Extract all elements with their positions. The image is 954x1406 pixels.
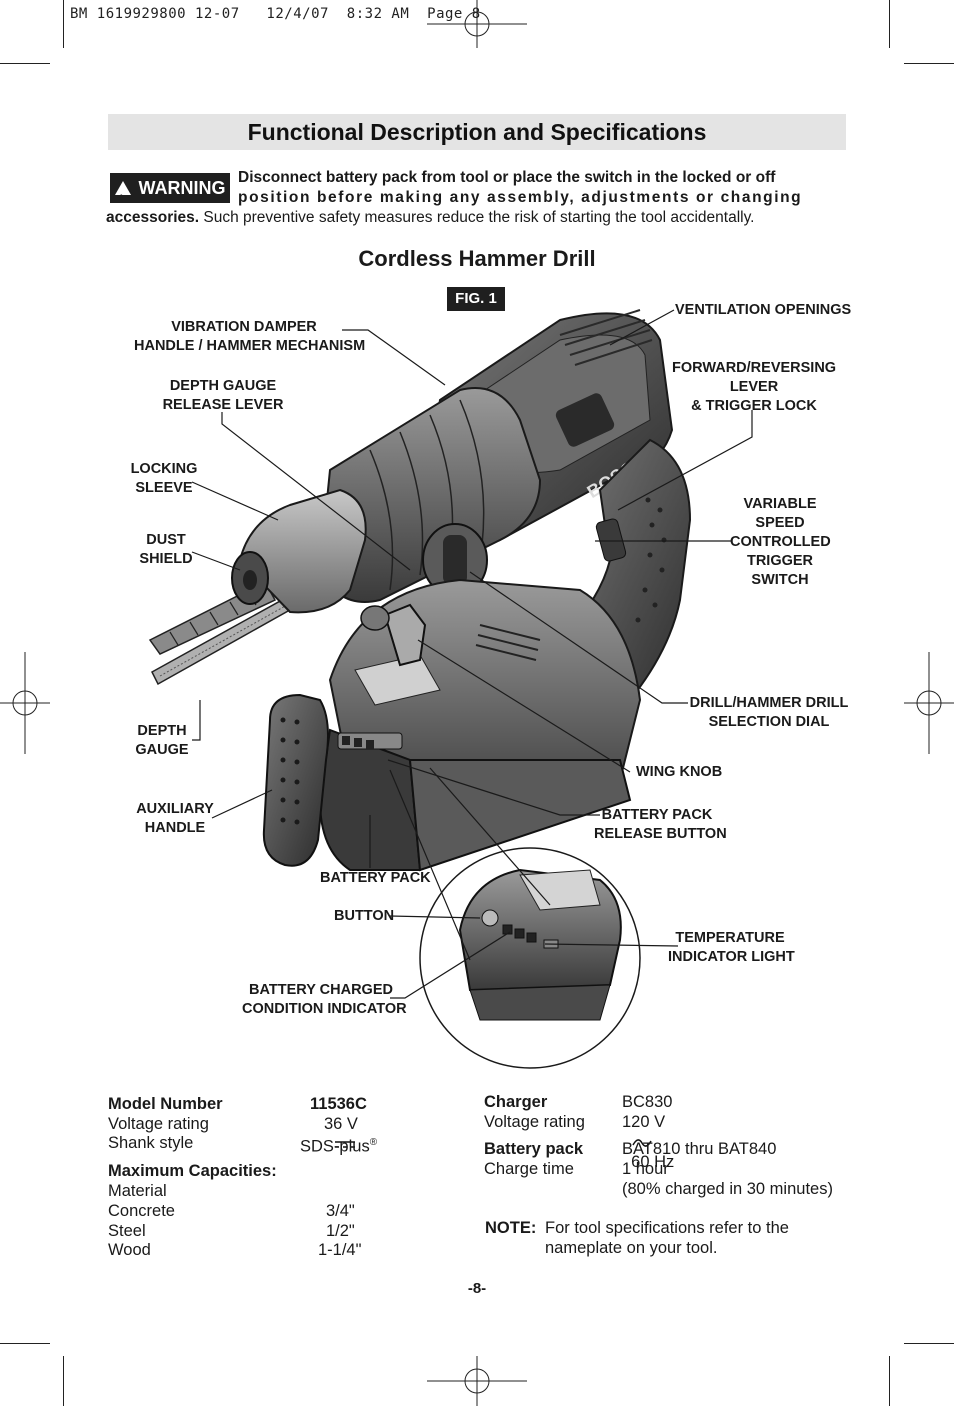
warning-line-2: position before making any assembly, adj… <box>238 189 803 206</box>
spec-material-label: Material <box>108 1182 167 1200</box>
spec-concrete-label: Concrete <box>108 1202 175 1220</box>
warning-badge-label: WARNING <box>138 178 226 198</box>
label-variable-speed-trigger: VARIABLE SPEED CONTROLLED TRIGGER SWITCH <box>730 496 831 588</box>
section-title: Cordless Hammer Drill <box>358 246 596 271</box>
crop-mark <box>63 1356 64 1406</box>
label-dust-shield: DUST SHIELD <box>139 532 193 567</box>
spec-voltage-label: Voltage rating <box>108 1115 209 1133</box>
spec-model-label: Model Number <box>108 1095 223 1113</box>
spec-battery-value: BAT810 thru BAT840 <box>622 1140 777 1158</box>
spec-steel-value: 1/2" <box>326 1222 355 1240</box>
spec-charge-time-note: (80% charged in 30 minutes) <box>622 1180 833 1198</box>
chuck <box>231 488 367 614</box>
battery-inset <box>419 847 641 1069</box>
spec-charger-label: Charger <box>484 1093 548 1111</box>
auxiliary-handle <box>262 693 329 867</box>
note-line-1: For tool specifications refer to the <box>545 1219 789 1237</box>
label-locking-sleeve: LOCKING SLEEVE <box>130 461 198 496</box>
warning-badge: ! WARNING <box>110 173 230 205</box>
ac-symbol-icon <box>632 1138 652 1147</box>
label-forward-reversing-lever: FORWARD/REVERSING LEVER & TRIGGER LOCK <box>672 360 837 414</box>
label-ventilation-openings: VENTILATION OPENINGS <box>675 302 852 318</box>
note-line-2: nameplate on your tool. <box>545 1239 718 1257</box>
spec-wood-label: Wood <box>108 1241 151 1259</box>
page-number: -8- <box>467 1280 487 1297</box>
label-selection-dial: DRILL/HAMMER DRILL SELECTION DIAL <box>689 695 849 730</box>
spec-steel-label: Steel <box>108 1222 146 1240</box>
spec-charger-value: BC830 <box>622 1093 673 1111</box>
label-depth-gauge-release: DEPTH GAUGE RELEASE LEVER <box>162 378 284 413</box>
label-battery-release-button: BATTERY PACK RELEASE BUTTON <box>594 807 727 842</box>
note-label: NOTE: <box>485 1219 537 1237</box>
crop-mark <box>904 1343 954 1344</box>
spec-charger-voltage-label: Voltage rating <box>484 1113 585 1131</box>
dc-symbol-icon <box>335 1140 356 1148</box>
spec-shank-value: SDS-plus® <box>300 1137 378 1156</box>
warning-line-3: Such preventive safety measures reduce t… <box>199 209 755 226</box>
warning-line-1: Disconnect battery pack from tool or pla… <box>238 169 776 186</box>
spec-concrete-value: 3/4" <box>326 1202 355 1220</box>
spec-voltage-value: 36 V <box>324 1114 358 1154</box>
spec-charge-time-label: Charge time <box>484 1160 574 1178</box>
battery-pack <box>318 728 632 872</box>
crop-mark <box>889 0 890 48</box>
crop-mark <box>889 1356 890 1406</box>
spec-shank-label: Shank style <box>108 1134 194 1152</box>
print-header: BM 1619929800 12-07 12/4/07 8:32 AM Page… <box>70 6 481 22</box>
crop-mark <box>904 63 954 64</box>
spec-wood-value: 1-1/4" <box>318 1241 362 1259</box>
figure-badge: FIG. 1 <box>447 287 505 311</box>
spec-capacities-heading: Maximum Capacities: <box>108 1162 277 1180</box>
crop-mark <box>0 63 50 64</box>
page-title: Functional Description and Specification… <box>108 114 846 150</box>
leader-lines <box>191 309 753 999</box>
warning-triangle-icon: ! <box>114 181 131 205</box>
label-battery-pack: BATTERY PACK <box>320 870 431 886</box>
spec-charger-voltage-value: 120 V 60 Hz <box>622 1113 675 1171</box>
label-battery-charged-indicator: BATTERY CHARGED CONDITION INDICATOR <box>242 982 407 1017</box>
spec-model-value: 11536C <box>310 1095 367 1113</box>
label-auxiliary-handle: AUXILIARY HANDLE <box>136 801 214 836</box>
spec-battery-label: Battery pack <box>484 1140 584 1158</box>
warning-line-3-bold: accessories. <box>106 209 200 226</box>
spec-charge-time-value: 1 hour <box>622 1160 669 1178</box>
label-button: BUTTON <box>334 908 395 924</box>
vent-grille <box>559 309 653 366</box>
warning-text: Disconnect battery pack from tool or pla… <box>106 168 848 228</box>
crop-mark <box>0 1343 50 1344</box>
crop-mark <box>63 0 64 48</box>
label-wing-knob: WING KNOB <box>636 764 723 780</box>
label-vibration-damper: VIBRATION DAMPER HANDLE / HAMMER MECHANI… <box>134 319 366 354</box>
label-depth-gauge: DEPTH GAUGE <box>135 723 189 758</box>
label-temperature-indicator: TEMPERATURE INDICATOR LIGHT <box>668 930 795 965</box>
